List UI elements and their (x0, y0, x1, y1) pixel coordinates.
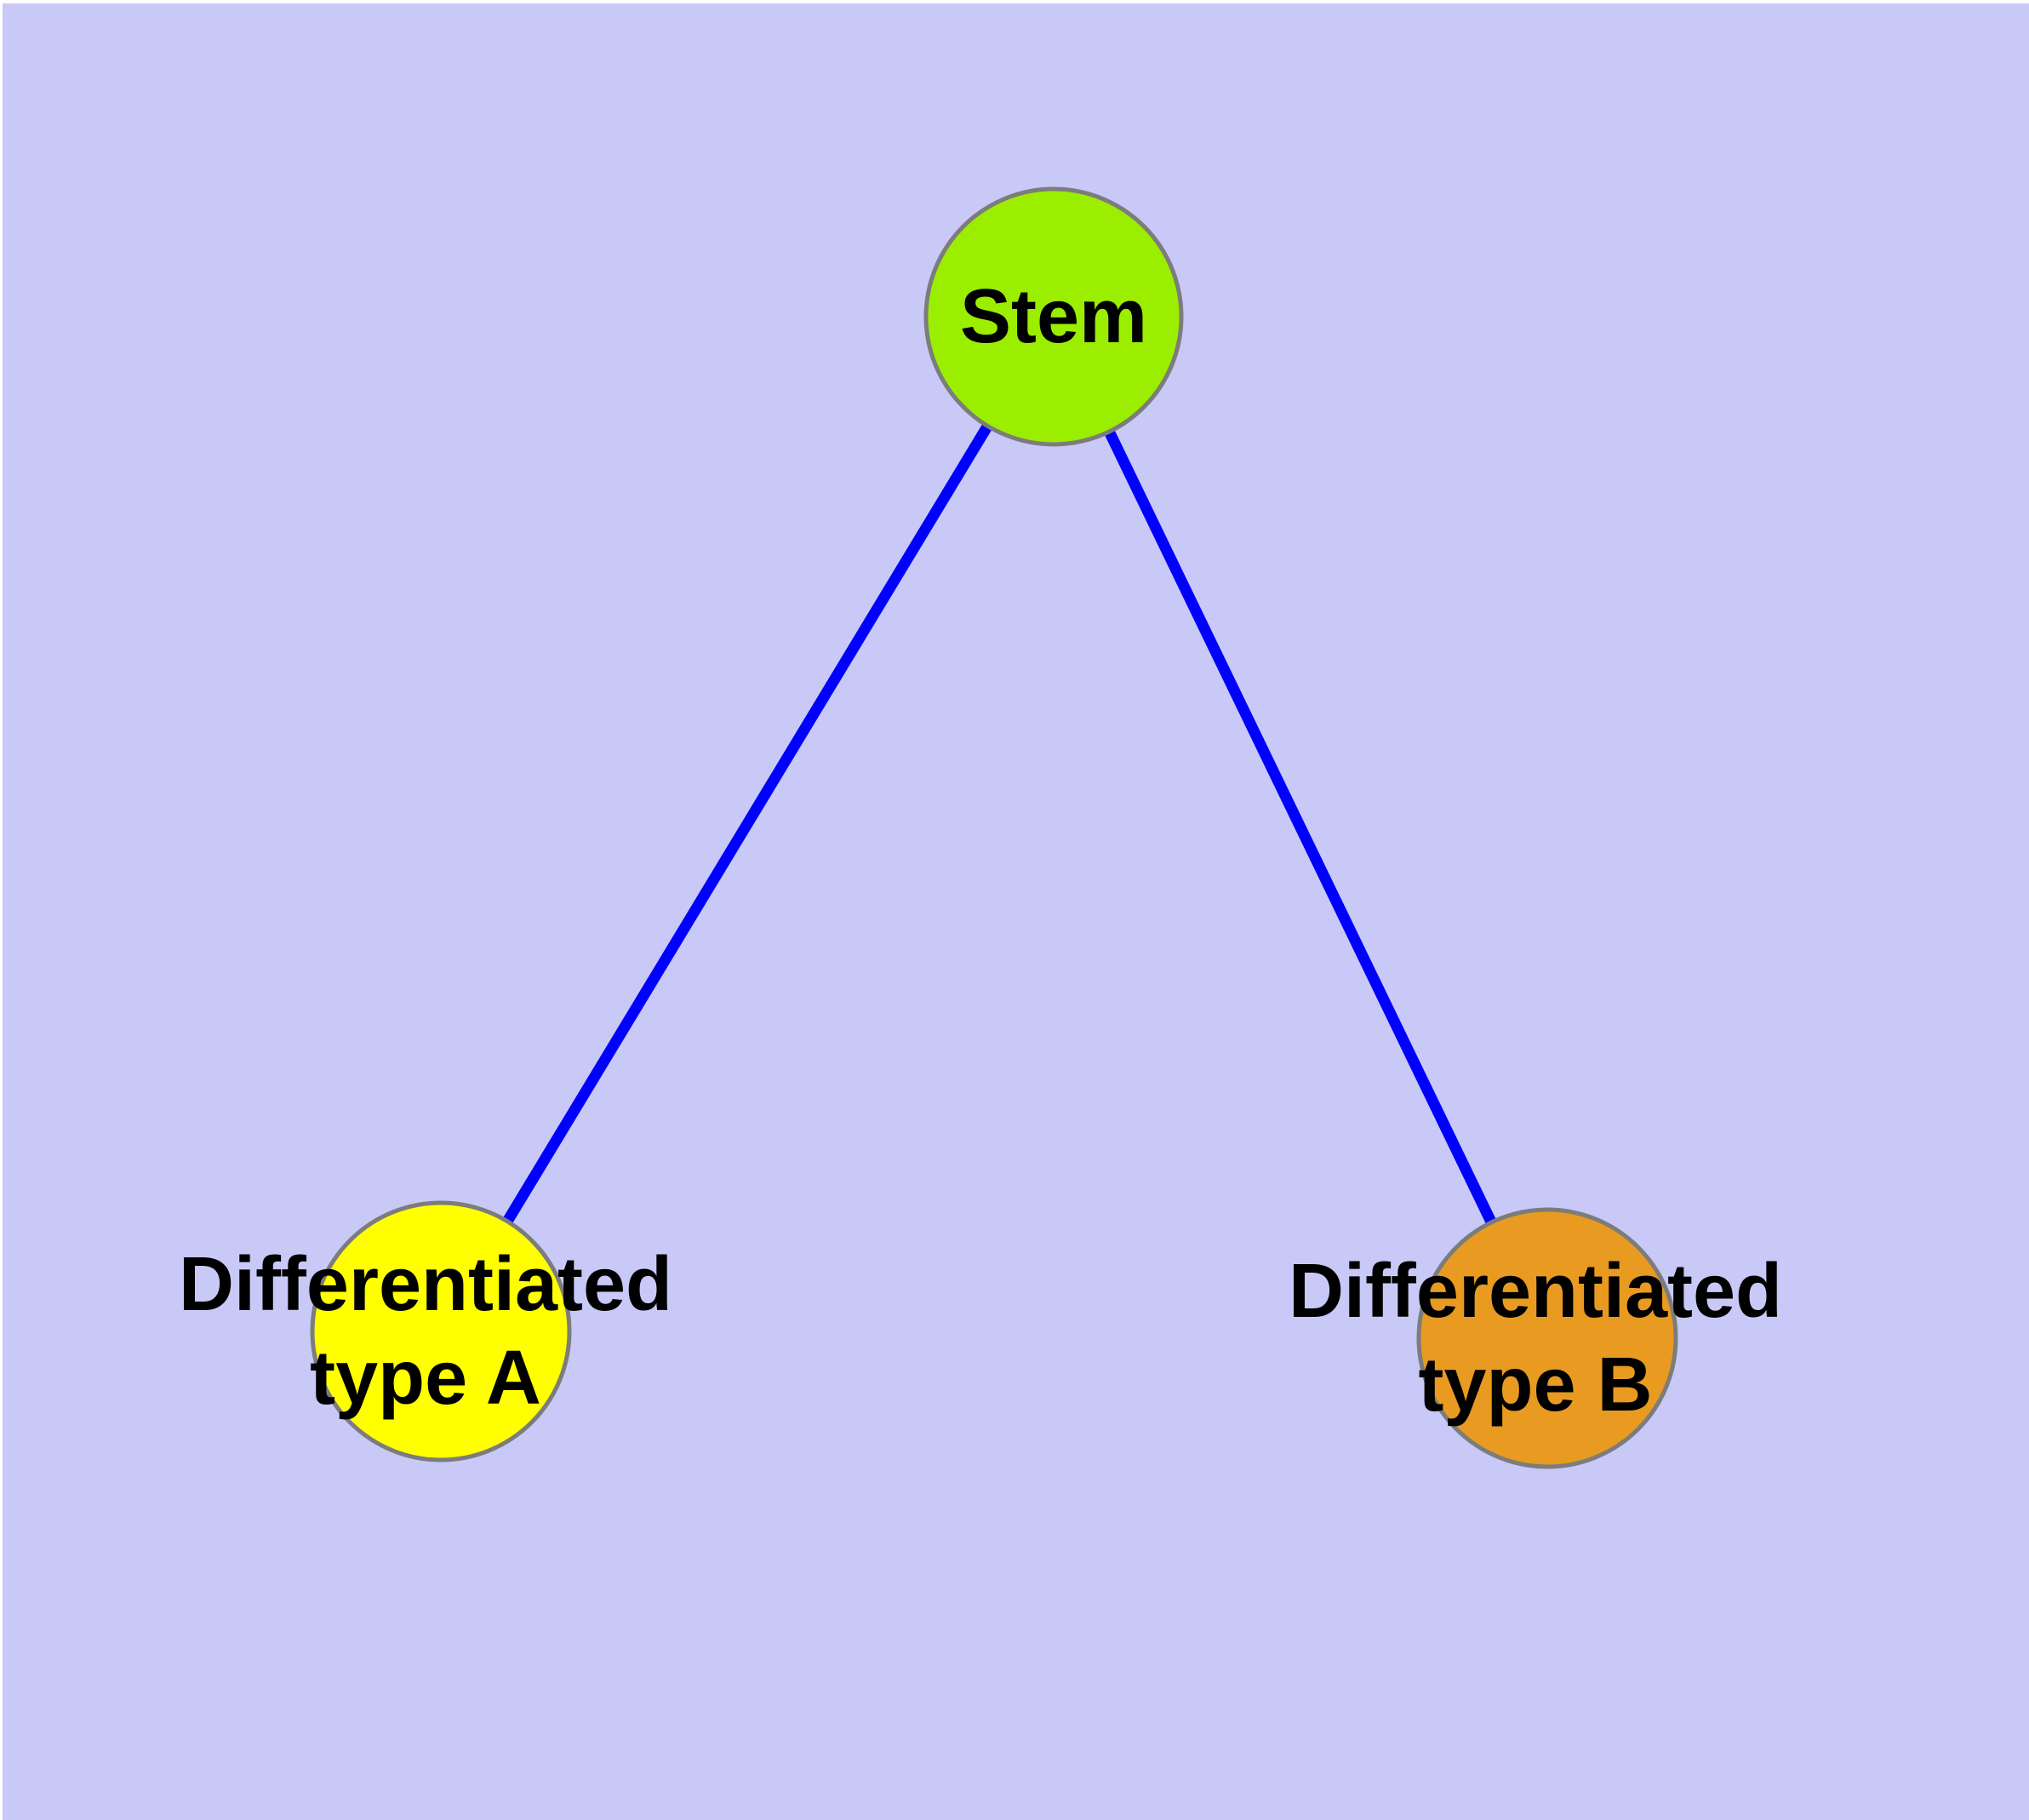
node-diff-b-circle (1416, 1207, 1678, 1469)
node-stem-circle (923, 186, 1184, 447)
node-diff-a-circle (310, 1200, 572, 1462)
node-stem: Stem (923, 186, 1184, 447)
edge-stem-to-diff-b (1104, 429, 1497, 1225)
node-diff-a: Differentiated type A (179, 1200, 672, 1462)
node-diff-b-label-line-1: Differentiated (1289, 1249, 1782, 1334)
node-diff-a-label-line-1: Differentiated (179, 1242, 672, 1327)
node-stem-label-line-1: Stem (960, 274, 1147, 359)
node-diff-b-label-line-2: type B (1418, 1342, 1652, 1428)
node-diff-a-label-line-2: type A (310, 1336, 541, 1421)
edges-layer (502, 423, 1497, 1225)
edge-stem-to-diff-a (502, 423, 992, 1225)
